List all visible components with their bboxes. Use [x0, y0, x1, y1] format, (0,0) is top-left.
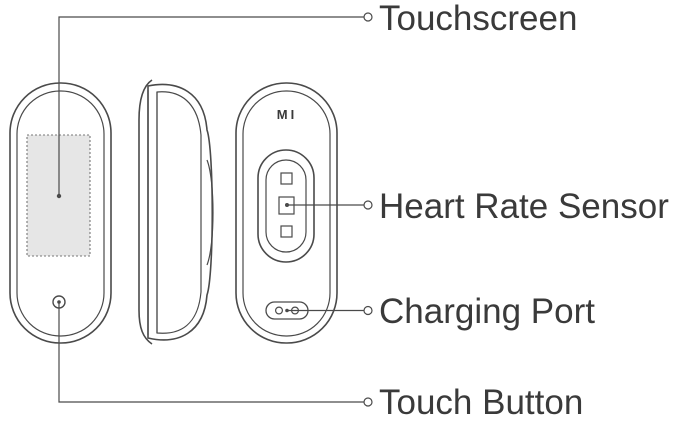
leader-lines [58, 16, 364, 403]
charging-pin-left [275, 306, 284, 315]
heart-rate-sensor-label: Heart Rate Sensor [379, 187, 669, 226]
front-body-outer [9, 82, 112, 344]
side-strap-left [138, 79, 153, 345]
touch-button-label: Touch Button [379, 383, 584, 422]
sensor-housing-outer [257, 149, 315, 263]
side-body-outer [147, 83, 214, 341]
touch-button-endpoint [363, 397, 373, 407]
side-view [138, 79, 214, 345]
front-body-inner [16, 90, 105, 337]
touchscreen-label: Touchscreen [379, 0, 578, 38]
side-body-inner [156, 91, 202, 334]
back-view [235, 82, 338, 344]
mi-logo: MI [277, 107, 297, 122]
back-body-outer [235, 82, 338, 344]
charging-port-label: Charging Port [379, 292, 595, 331]
front-view [9, 82, 112, 344]
heart-rate-anchor [285, 203, 289, 207]
charging-port-anchor [285, 308, 289, 313]
touchscreen-endpoint [363, 12, 373, 22]
charging-port-endpoint [363, 305, 373, 316]
touchscreen-anchor [56, 193, 62, 199]
back-body-inner [242, 90, 331, 337]
sensor-housing-inner [265, 159, 307, 253]
sensor-window-top [280, 172, 293, 185]
touch-button-leader [58, 302, 364, 403]
side-bulge [206, 159, 214, 266]
touchscreen-leader [58, 16, 364, 196]
leader-endpoints [363, 12, 373, 407]
heart-rate-endpoint [363, 200, 373, 210]
sensor-window-bottom [280, 225, 293, 238]
anchor-dots [56, 193, 289, 313]
